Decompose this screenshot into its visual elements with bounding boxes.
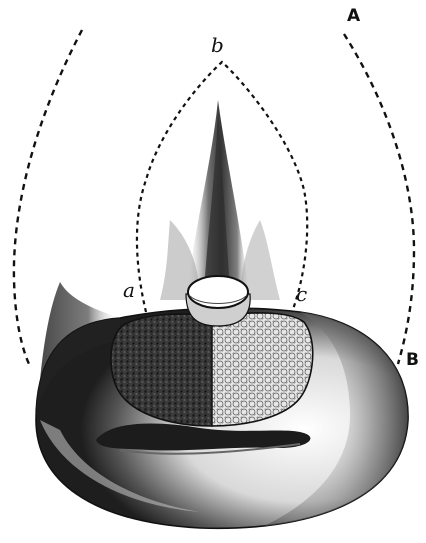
label-b: b: [211, 35, 224, 55]
label-c: c: [296, 284, 307, 304]
label-B: B: [406, 352, 419, 369]
label-A: A: [347, 8, 360, 25]
label-a: a: [123, 280, 135, 300]
dashed-outline-right: [344, 34, 414, 364]
